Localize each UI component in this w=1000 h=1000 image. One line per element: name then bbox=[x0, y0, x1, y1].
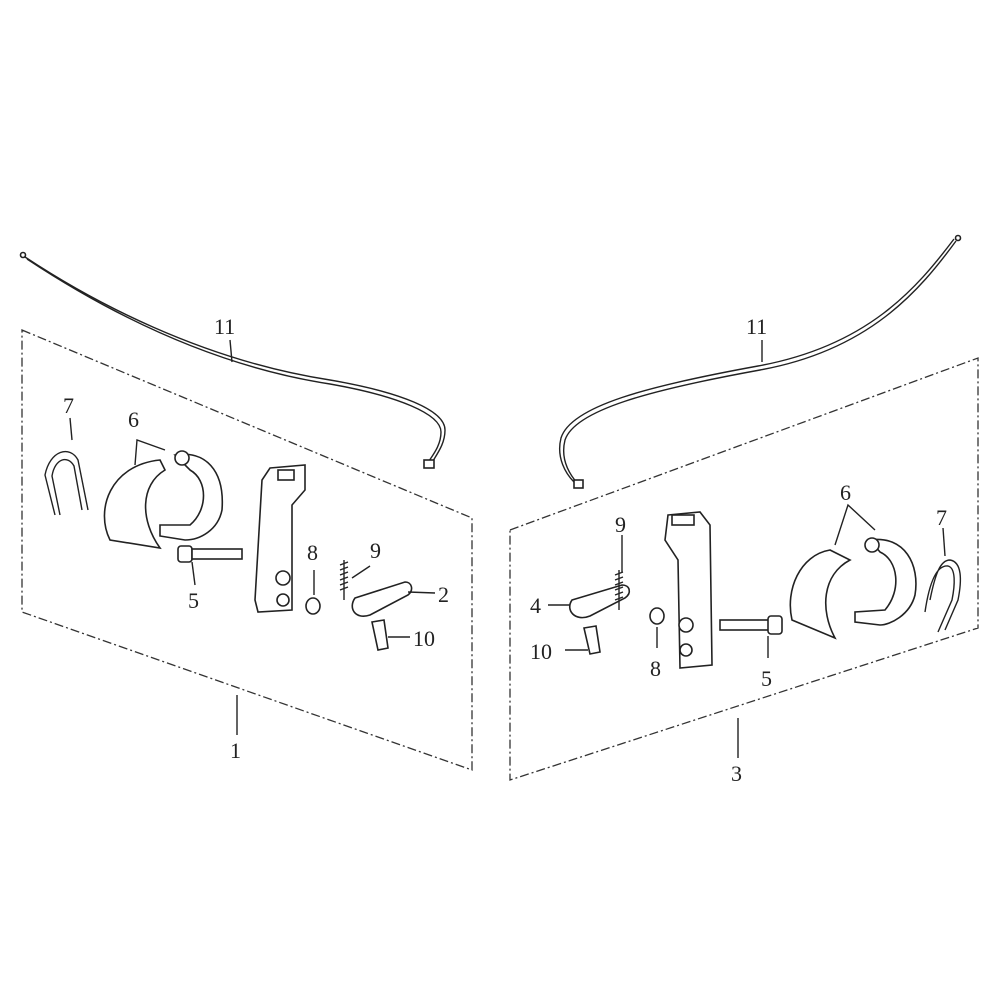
left-cam-lever bbox=[351, 581, 413, 617]
right-bolt bbox=[583, 625, 601, 655]
right-washer bbox=[649, 607, 665, 625]
callout-right-cable: 11 bbox=[746, 314, 767, 339]
callout-left-spring-clip: 7 bbox=[63, 393, 74, 418]
callout-right-assembly: 3 bbox=[731, 761, 742, 786]
left-brake-shoes bbox=[103, 450, 224, 550]
callout-right-spring-clip: 7 bbox=[936, 505, 947, 530]
left-assembly-boundary bbox=[21, 329, 473, 771]
right-spring bbox=[614, 570, 624, 610]
callout-left-assembly: 1 bbox=[230, 738, 241, 763]
callout-left-cam-lever: 2 bbox=[438, 582, 449, 607]
right-pin bbox=[719, 615, 783, 635]
right-assembly-boundary bbox=[509, 357, 979, 781]
left-spring bbox=[339, 560, 349, 600]
callout-left-washer: 8 bbox=[307, 540, 318, 565]
left-backing-plate bbox=[254, 464, 306, 613]
callout-right-brake-shoes: 6 bbox=[840, 480, 851, 505]
right-cable bbox=[559, 234, 962, 489]
callout-left-cable: 11 bbox=[214, 314, 235, 339]
right-brake-shoes bbox=[789, 537, 917, 640]
callout-left-bolt: 10 bbox=[413, 626, 435, 651]
callout-right-bolt: 10 bbox=[530, 639, 552, 664]
left-bolt bbox=[371, 619, 389, 651]
left-cable bbox=[19, 251, 446, 469]
callout-right-pin: 5 bbox=[761, 666, 772, 691]
callout-right-spring: 9 bbox=[615, 512, 626, 537]
callout-left-spring: 9 bbox=[370, 538, 381, 563]
right-backing-plate bbox=[664, 511, 713, 669]
left-spring-clip bbox=[44, 450, 89, 516]
left-washer bbox=[305, 597, 321, 615]
callout-right-cam-lever: 4 bbox=[530, 593, 541, 618]
right-assembly: 11 9 6 7 4 10 8 5 3 bbox=[509, 234, 979, 786]
callout-left-brake-shoes: 6 bbox=[128, 407, 139, 432]
callout-right-washer: 8 bbox=[650, 656, 661, 681]
callout-left-pin: 5 bbox=[188, 588, 199, 613]
left-pin bbox=[177, 545, 243, 563]
right-spring-clip bbox=[924, 559, 962, 633]
left-assembly: 11 7 6 5 8 9 2 10 1 bbox=[19, 251, 473, 771]
right-cam-lever bbox=[568, 584, 631, 619]
